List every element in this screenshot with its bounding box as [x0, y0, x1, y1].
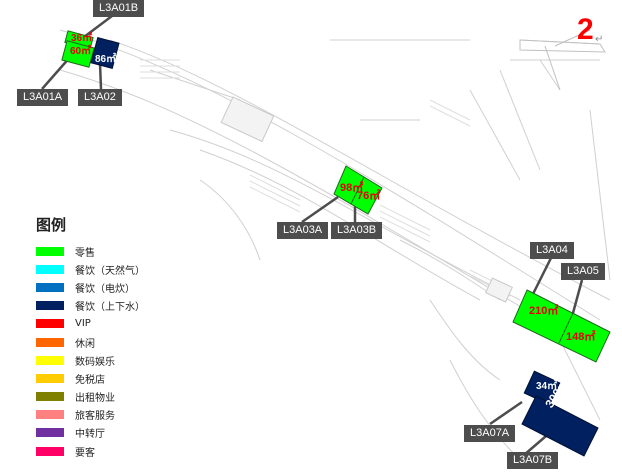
seating-rows	[140, 59, 511, 297]
legend-label: 中转厅	[75, 429, 105, 441]
area-L3A07A: 34㎡	[536, 381, 558, 392]
legend-item: 餐饮（电炊）	[36, 278, 145, 296]
legend-swatch	[36, 264, 64, 274]
legend-item: 休闲	[36, 333, 145, 351]
legend-swatch	[36, 410, 64, 420]
area-L3A01B: 36㎡	[71, 33, 93, 44]
legend-item: 出租物业	[36, 388, 145, 406]
unit-L3A02[interactable]	[90, 36, 120, 70]
unit-L3A03-divider	[350, 176, 365, 205]
area-L3A02: 86㎡	[95, 54, 117, 65]
legend-swatch	[36, 373, 64, 383]
legend-item: 免税店	[36, 369, 145, 387]
area-L3A03B: 76㎡	[357, 190, 381, 202]
legend-item: VIP	[36, 315, 145, 333]
legend-swatch	[36, 246, 64, 256]
page-mark: ↵	[595, 34, 604, 45]
kiosk-block	[220, 96, 514, 303]
callout-L3A07A: L3A07A	[464, 425, 516, 442]
legend: 图例 零售餐饮（天然气） 餐饮（电炊） 餐饮（上下水） VIP 休闲数码娱乐免税店出租物…	[36, 214, 145, 460]
legend-label: 数码娱乐	[75, 356, 115, 368]
callout-L3A03A: L3A03A	[277, 222, 329, 239]
legend-item: 零售	[36, 242, 145, 260]
callout-L3A05: L3A05	[561, 263, 605, 280]
callout-L3A02: L3A02	[78, 89, 122, 106]
area-L3A03A: 98㎡	[340, 182, 364, 194]
aircraft-outline	[519, 29, 606, 91]
legend-title: 图例	[36, 216, 67, 234]
legend-swatch	[36, 446, 64, 456]
unit-L3A07B[interactable]	[521, 395, 599, 457]
legend-label: 餐饮（电炊）	[75, 283, 135, 295]
legend-swatch	[36, 337, 64, 347]
legend-item: 中转厅	[36, 424, 145, 442]
legend-label: VIP	[75, 318, 91, 330]
legend-swatch	[36, 319, 64, 329]
legend-label: 休闲	[75, 338, 95, 350]
legend-item: 数码娱乐	[36, 351, 145, 369]
legend-item: 要客	[36, 442, 145, 460]
callout-L3A01B: L3A01B	[93, 0, 145, 17]
legend-label: 旅客服务	[75, 411, 115, 423]
area-L3A05: 148㎡	[566, 331, 596, 343]
legend-label: 餐饮（天然气）	[75, 265, 145, 277]
callout-L3A07B: L3A07B	[507, 452, 559, 469]
legend-swatch	[36, 392, 64, 402]
unit-L3A04-L3A05-divider	[558, 312, 574, 344]
legend-swatch	[36, 355, 64, 365]
callout-L3A01A: L3A01A	[17, 89, 69, 106]
unit-L3A01A[interactable]	[61, 40, 95, 68]
callout-L3A04: L3A04	[530, 242, 574, 259]
legend-label: 餐饮（上下水）	[75, 302, 145, 314]
legend-swatch	[36, 301, 64, 311]
callout-L3A03B: L3A03B	[331, 222, 383, 239]
legend-swatch	[36, 428, 64, 438]
legend-label: 免税店	[75, 374, 105, 386]
legend-label: 出租物业	[75, 393, 115, 405]
legend-item: 旅客服务	[36, 406, 145, 424]
page-number: 2	[577, 13, 594, 46]
legend-swatch	[36, 282, 64, 292]
unit-L3A04-L3A05[interactable]	[512, 289, 611, 363]
legend-list: 零售餐饮（天然气） 餐饮（电炊） 餐饮（上下水） VIP 休闲数码娱乐免税店出租物业旅客…	[36, 242, 145, 460]
area-L3A01A: 60㎡	[70, 46, 92, 57]
legend-item: 餐饮（上下水）	[36, 297, 145, 315]
legend-item: 餐饮（天然气）	[36, 260, 145, 278]
legend-label: 零售	[75, 247, 95, 259]
legend-label: 要客	[75, 447, 95, 459]
area-L3A04: 210㎡	[529, 305, 559, 317]
